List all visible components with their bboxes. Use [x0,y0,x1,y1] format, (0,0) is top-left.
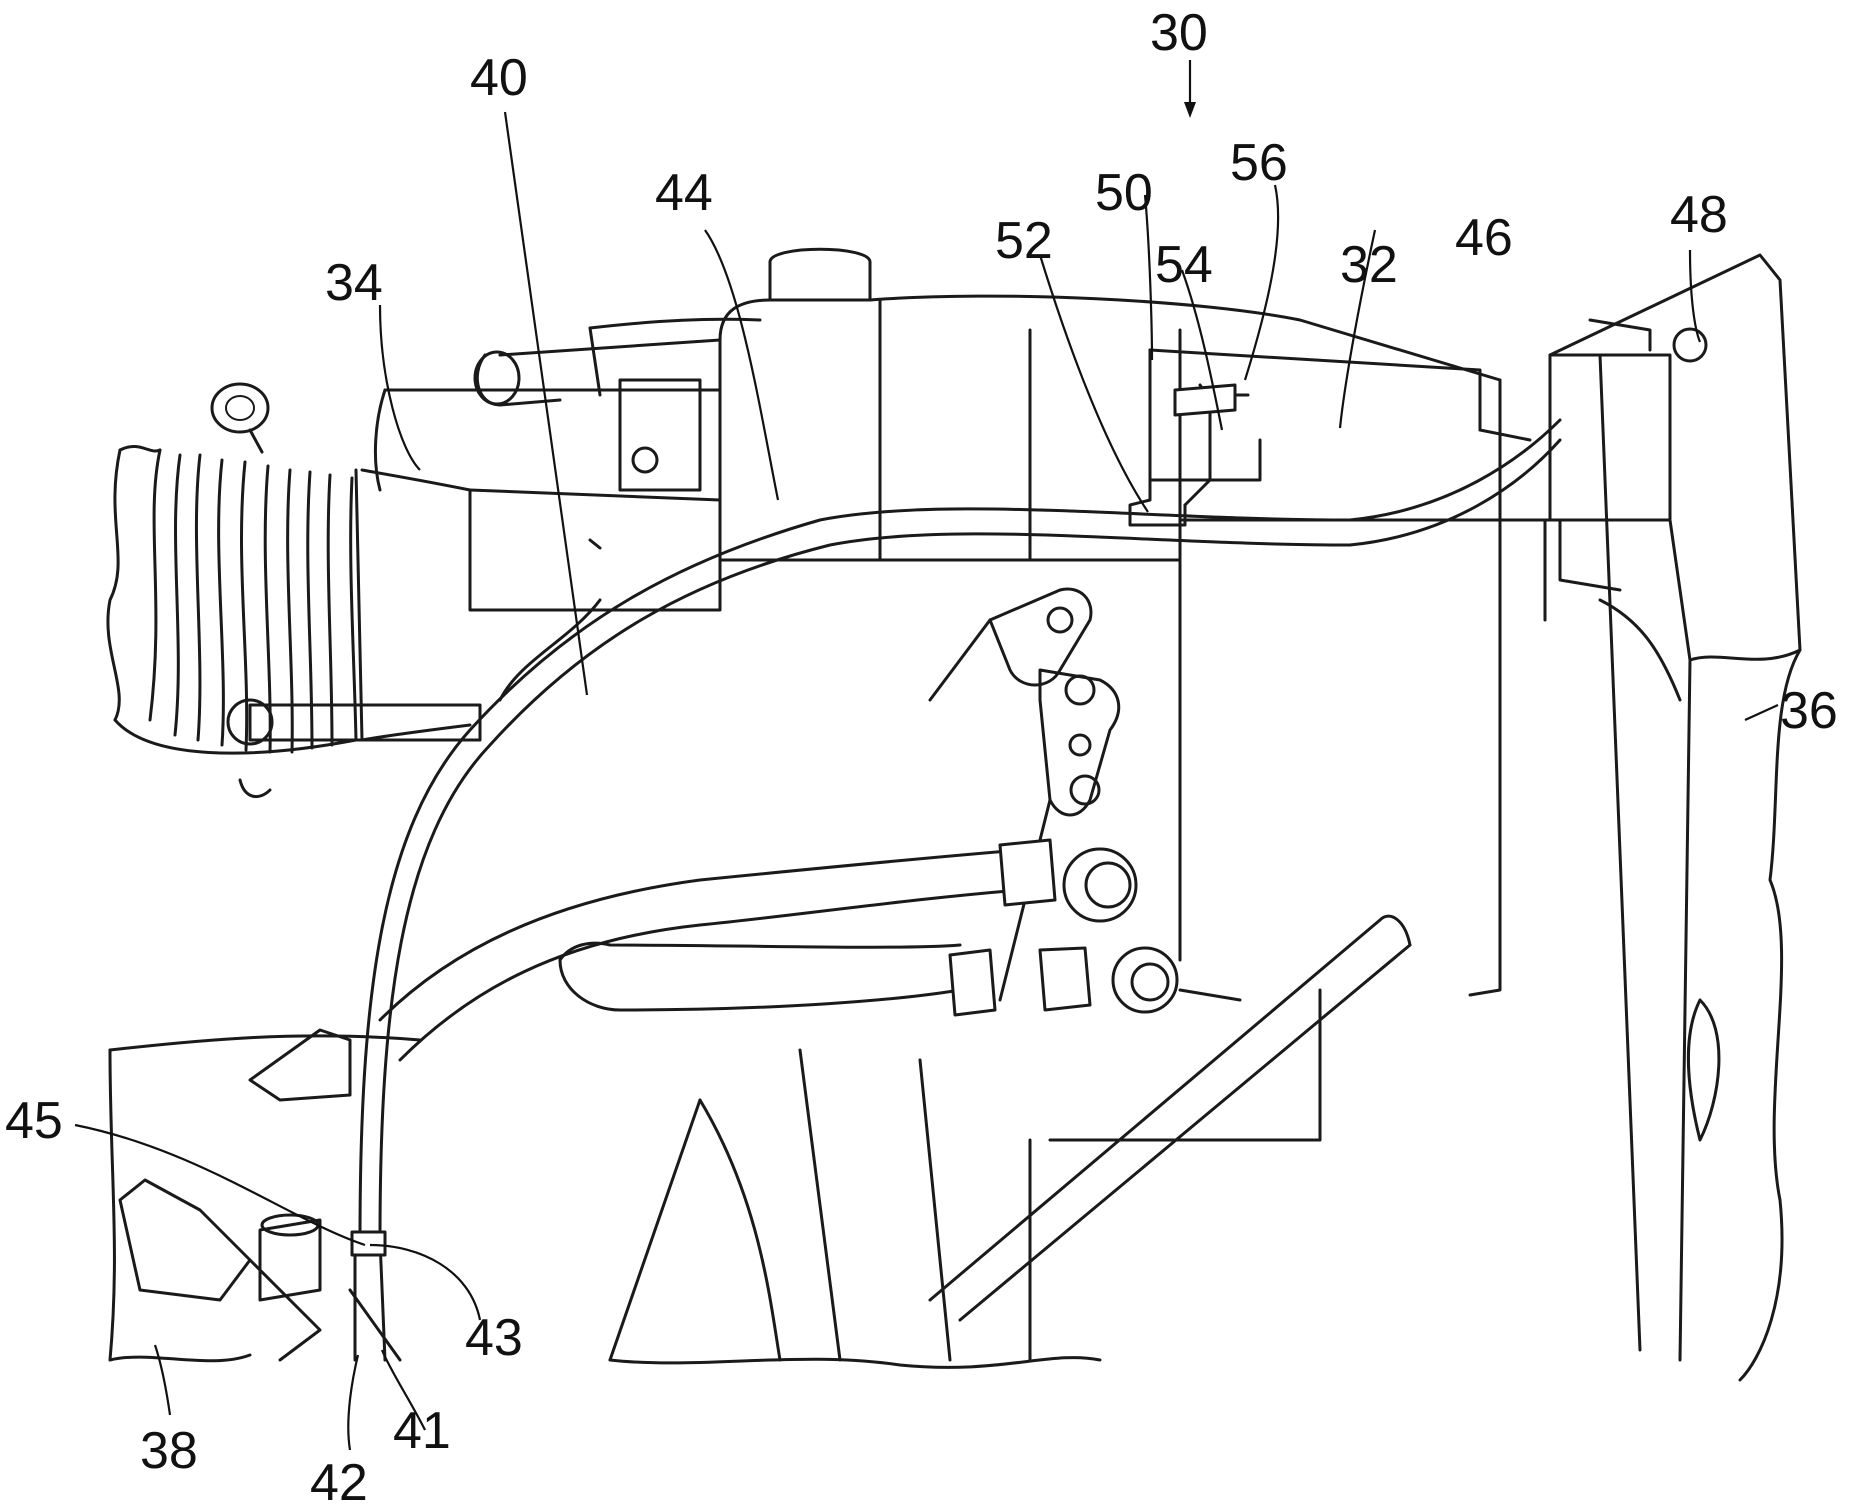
label-38: 38 [140,1422,198,1480]
label-56: 56 [1230,134,1288,192]
label-34: 34 [325,254,383,312]
coolant-hoses [250,840,1240,1100]
leader-lines [75,112,1778,1450]
reference-labels: 30 40 44 50 56 52 54 32 46 48 34 36 45 4… [5,4,1838,1507]
label-48: 48 [1670,186,1728,244]
label-30: 30 [1150,4,1208,62]
label-41: 41 [393,1402,451,1460]
label-44: 44 [655,164,713,222]
label-40: 40 [470,49,528,107]
label-42: 42 [310,1454,368,1507]
label-45: 45 [5,1092,63,1150]
label-54: 54 [1155,236,1213,294]
label-50: 50 [1095,164,1153,222]
assembly-arrow [1184,60,1196,118]
label-32: 32 [1340,236,1398,294]
mounting-bracket [1130,350,1248,525]
label-52: 52 [995,212,1053,270]
radiator-assembly [720,249,1620,995]
body-panel [1550,255,1800,1380]
lower-frame [110,990,1320,1367]
label-43: 43 [465,1309,523,1367]
label-46: 46 [1455,209,1513,267]
air-intake-bellows [108,384,470,753]
linkage-bracket [930,589,1119,1000]
label-36: 36 [1780,682,1838,740]
